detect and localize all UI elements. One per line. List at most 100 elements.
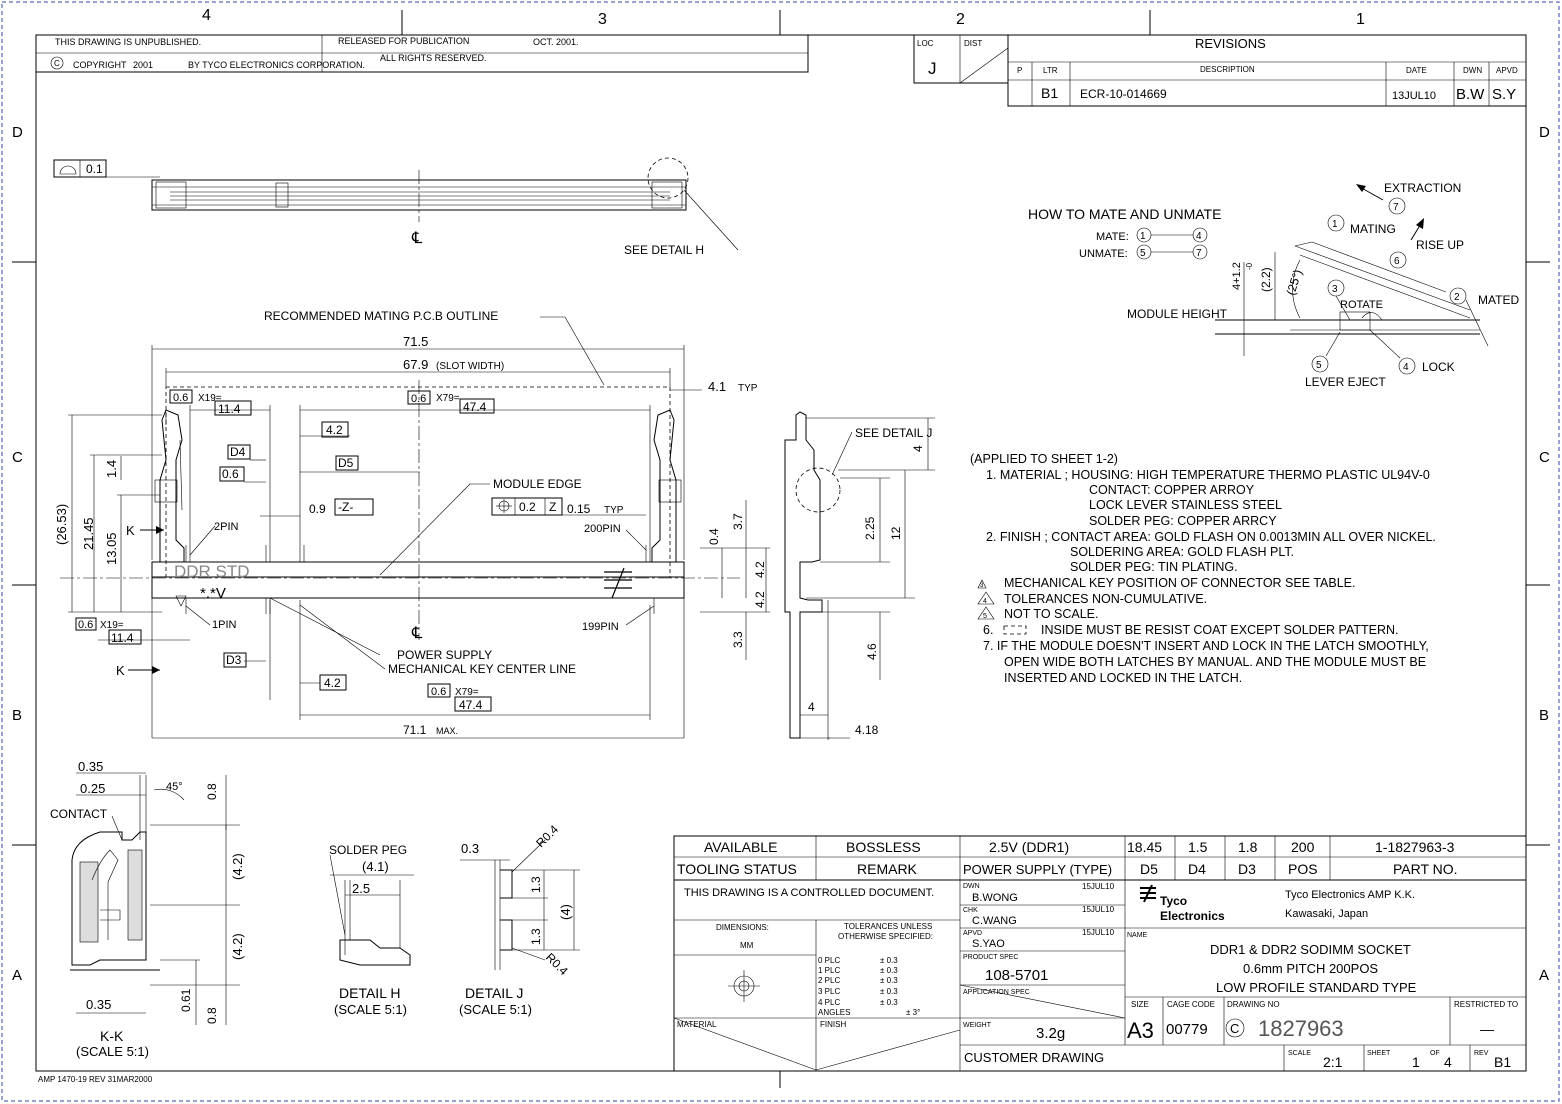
- revisions-header: P: [1017, 66, 1022, 75]
- dim-0-15: 0.15: [567, 502, 591, 516]
- dim-2-25: 2.25: [863, 516, 877, 540]
- lever-eject-label: LEVER EJECT: [1305, 375, 1386, 389]
- cage-code: 00779: [1166, 1021, 1208, 1038]
- logo-text: Tyco: [1160, 894, 1187, 908]
- see-detail-j: SEE DETAIL J: [855, 426, 932, 440]
- release-date: OCT. 2001.: [533, 37, 579, 47]
- dim-angle-45: 45°: [166, 781, 183, 793]
- detail-h-scale: (SCALE 5:1): [334, 1002, 407, 1017]
- dim-0-8: 0.8: [205, 1007, 219, 1024]
- dim-1-3: 1.3: [529, 928, 543, 945]
- detail-h: [329, 854, 414, 966]
- dim-4-2: (4.2): [230, 853, 245, 880]
- config-cell: 1.5: [1188, 839, 1208, 855]
- loc-label: LOC: [917, 39, 934, 48]
- section-k-label: K: [116, 663, 125, 678]
- mate-title: HOW TO MATE AND UNMATE: [1028, 206, 1221, 222]
- drawing-prefix-icon: [1225, 1018, 1245, 1038]
- dwn-date: 15JUL10: [1082, 882, 1115, 891]
- module-height-label: MODULE HEIGHT: [1127, 307, 1228, 321]
- note-6: 6.: [983, 623, 993, 637]
- dim-0-3: 0.3: [461, 841, 479, 856]
- dim-2-5: 2.5: [352, 881, 370, 896]
- cage-code-label: CAGE CODE: [1167, 1000, 1215, 1009]
- revisions-header: APVD: [1496, 66, 1518, 75]
- scale-label: SCALE: [1288, 1050, 1311, 1057]
- tol-val: ± 0.3: [880, 987, 898, 996]
- typ-label: TYP: [604, 505, 624, 516]
- sheet-label: SHEET: [1367, 1050, 1391, 1057]
- step-number: 6: [1394, 256, 1400, 267]
- step-number: 3: [1332, 284, 1338, 295]
- config-cell: 2.5V (DDR1): [989, 839, 1069, 855]
- note-2b: SOLDERING AREA: GOLD FLASH PLT.: [1070, 545, 1294, 559]
- note-flag-icon: [977, 591, 995, 605]
- config-cell: TOOLING STATUS: [677, 861, 797, 877]
- tyco-logo-mark: [604, 567, 632, 599]
- config-cell: 1-1827963-3: [1375, 839, 1455, 855]
- dim-47-4: 47.4: [463, 400, 487, 414]
- rights-text: ALL RIGHTS RESERVED.: [380, 53, 487, 63]
- note-2c: SOLDER PEG: TIN PLATING.: [1070, 560, 1238, 574]
- dim-0-35: 0.35: [78, 759, 103, 774]
- company-name: Tyco Electronics AMP K.K.: [1285, 889, 1415, 901]
- product-spec: 108-5701: [985, 967, 1048, 984]
- revision-ltr: B1: [1041, 85, 1058, 101]
- chk-label: CHK: [963, 907, 978, 914]
- detail-h-title: DETAIL H: [339, 985, 400, 1001]
- zone-label-side: B: [1539, 707, 1549, 724]
- angles-val: ± 3°: [906, 1008, 920, 1017]
- apvd-name: S.YAO: [972, 938, 1005, 950]
- recommended-pcb-label: RECOMMENDED MATING P.C.B OUTLINE: [264, 309, 498, 323]
- dim-0-6: 0.6: [431, 686, 446, 698]
- dim-0-6: 0.6: [411, 393, 426, 405]
- power-supply-label: POWER SUPPLY: [397, 648, 492, 662]
- see-detail-h: SEE DETAIL H: [624, 243, 704, 257]
- copyright-label: COPYRIGHT: [73, 60, 127, 70]
- apvd-date: 15JUL10: [1082, 928, 1115, 937]
- dim-4-6: 4.6: [865, 643, 879, 660]
- drawing-prefix: C: [1230, 1021, 1239, 1036]
- pin-2-label: 2PIN: [214, 521, 239, 533]
- tol-pos-datum: Z: [549, 500, 556, 514]
- config-cell: BOSSLESS: [846, 839, 921, 855]
- notes-applied: (APPLIED TO SHEET 1-2): [970, 452, 1118, 466]
- lock-label: LOCK: [1422, 360, 1455, 374]
- dim-71-1: 71.1: [403, 723, 427, 737]
- revisions-header: LTR: [1043, 66, 1058, 75]
- copyright-year: 2001: [133, 60, 153, 70]
- section-k-label: K: [126, 523, 135, 538]
- side-view: [784, 411, 935, 740]
- rotate-label: ROTATE: [1340, 299, 1383, 311]
- drawing-number: 1827963: [1258, 1016, 1344, 1041]
- config-cell: REMARK: [857, 861, 918, 877]
- slot-width-label: (SLOT WIDTH): [436, 361, 504, 372]
- chk-name: C.WANG: [972, 915, 1017, 927]
- note-2: 2. FINISH ; CONTACT AREA: GOLD FLASH ON …: [986, 530, 1436, 544]
- config-cell: D5: [1140, 861, 1158, 877]
- contact-label: CONTACT: [50, 807, 108, 821]
- revisions-header: DWN: [1463, 66, 1482, 75]
- dim-4: (4): [558, 904, 573, 920]
- x19-label: X19=: [198, 393, 222, 404]
- header-block: [35, 34, 809, 73]
- note-flag-icon: [977, 606, 995, 620]
- dim-4-2: 4.2: [326, 423, 343, 437]
- d4-label: D4: [230, 445, 246, 459]
- revisions-table: [1007, 34, 1527, 107]
- tolerances-label: OTHERWISE SPECIFIED:: [838, 932, 933, 941]
- key-marking: *.*V: [200, 585, 226, 602]
- dim-11-4: 11.4: [111, 631, 134, 645]
- revision-apvd: S.Y: [1492, 86, 1516, 103]
- dim-3-7: 3.7: [731, 513, 745, 530]
- step-number: 2: [1454, 292, 1460, 303]
- key-center-label: MECHANICAL KEY CENTER LINE: [388, 662, 576, 676]
- module-edge-label: MODULE EDGE: [493, 477, 582, 491]
- part-name: LOW PROFILE STANDARD TYPE: [1216, 980, 1417, 995]
- ddr-std-marking: DDR STD: [174, 562, 250, 581]
- of-label: OF: [1430, 1050, 1440, 1057]
- material-label: MATERIAL: [677, 1020, 717, 1029]
- extraction-label: EXTRACTION: [1384, 181, 1461, 195]
